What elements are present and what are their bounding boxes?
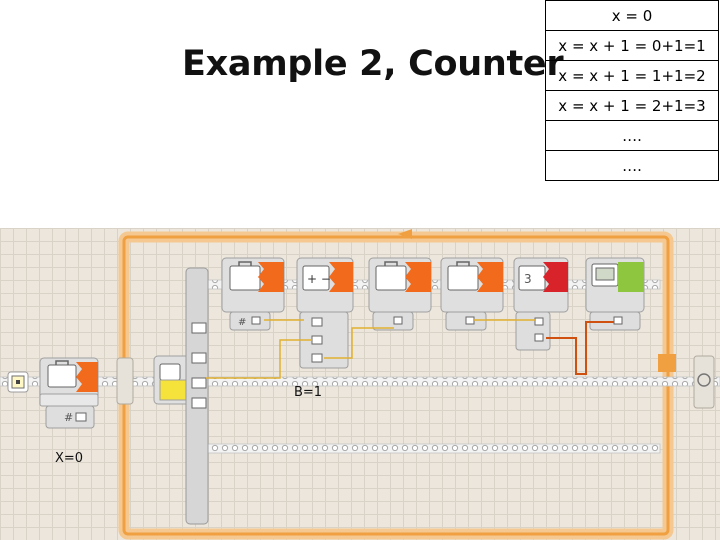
data-hub[interactable]: [515, 311, 551, 351]
data-hub[interactable]: [229, 311, 271, 331]
logic-value-label: B=1: [294, 385, 323, 400]
table-row: x = 0: [545, 0, 719, 31]
math-block[interactable]: + −: [296, 257, 354, 369]
switch-false-beam: [207, 443, 661, 454]
variable-block-write[interactable]: [368, 257, 432, 331]
program-diagram: # #: [0, 229, 720, 540]
loop-left-cap: [116, 357, 134, 405]
switch-icon: [159, 363, 181, 381]
slide-title: Example 2, Counter: [182, 44, 564, 84]
suitcase-icon: [229, 265, 261, 291]
number-to-text-block[interactable]: 3: [513, 257, 569, 351]
table-row: x = x + 1 = 0+1=1: [545, 30, 719, 61]
table-row: x = x + 1 = 1+1=2: [545, 60, 719, 91]
suitcase-icon: [447, 265, 479, 291]
table-cell: x = 0: [545, 0, 719, 31]
math-operators-icon: [302, 265, 330, 291]
svg-text:#: #: [238, 317, 246, 328]
svg-text:+ −: + −: [307, 272, 331, 286]
variable-block-read[interactable]: #: [221, 257, 285, 331]
table-row: ….: [545, 150, 719, 181]
table-cell: x = x + 1 = 1+1=2: [545, 60, 719, 91]
data-wires: [206, 319, 614, 379]
init-variable-label: X=0: [55, 451, 84, 466]
start-point[interactable]: [7, 371, 29, 393]
variable-block-read-2[interactable]: [440, 257, 504, 331]
loop-direction-arrow-icon: [398, 229, 412, 239]
program-canvas[interactable]: # #: [0, 228, 720, 540]
variable-block-init[interactable]: #: [39, 357, 99, 429]
number-to-text-icon: [518, 265, 546, 291]
table-cell: x = x + 1 = 0+1=1: [545, 30, 719, 61]
iteration-table: x = 0 x = x + 1 = 0+1=1 x = x + 1 = 1+1=…: [545, 0, 719, 181]
table-cell: ….: [545, 120, 719, 151]
loop-condition-plug[interactable]: [658, 354, 676, 372]
svg-text:3: 3: [524, 272, 532, 286]
table-row: x = x + 1 = 2+1=3: [545, 90, 719, 121]
loop-end-icon[interactable]: [693, 355, 715, 409]
switch-block[interactable]: [185, 267, 209, 525]
display-block[interactable]: [585, 257, 645, 331]
sequence-beam: [0, 376, 720, 387]
data-hub[interactable]: [45, 405, 95, 429]
suitcase-icon: [375, 265, 407, 291]
table-row: ….: [545, 120, 719, 151]
table-cell: x = x + 1 = 2+1=3: [545, 90, 719, 121]
table-cell: ….: [545, 150, 719, 181]
number-plug-icon: #: [64, 411, 73, 424]
data-hub[interactable]: [372, 311, 414, 331]
suitcase-icon: [47, 364, 77, 388]
